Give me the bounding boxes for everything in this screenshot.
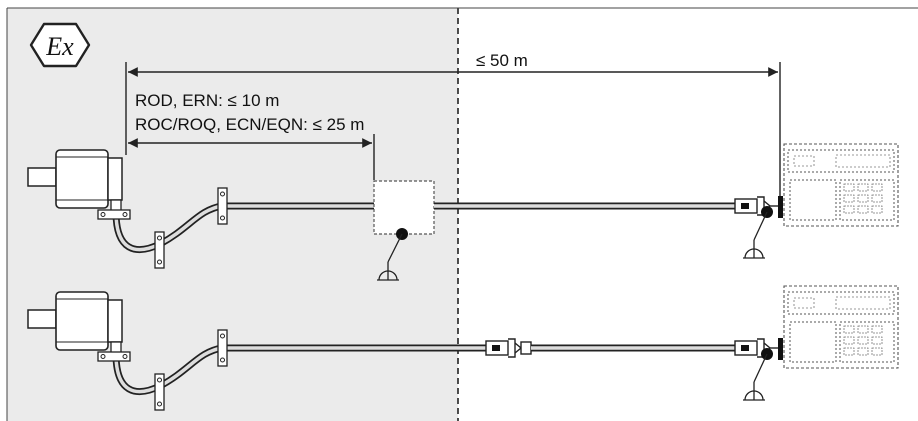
- ground-symbol-icon: [377, 262, 399, 281]
- ground-lead-row1: [753, 211, 768, 241]
- cable-clamp-icon: [154, 373, 165, 411]
- control-unit-icon: [783, 143, 899, 227]
- cable-clamp-icon: [217, 187, 228, 225]
- total-length-label: ≤ 50 m: [476, 51, 528, 70]
- cable-clamp-icon: [154, 231, 165, 269]
- plug-connector-icon: [485, 338, 532, 358]
- control-unit-icon: [783, 285, 899, 369]
- ground-symbol-icon: [743, 240, 765, 259]
- junction-box-icon: [373, 180, 435, 235]
- ground-lead-row2: [753, 353, 768, 383]
- cable-clamp-icon: [217, 329, 228, 367]
- plug-connector-icon: [734, 338, 783, 360]
- atex-explosion-protection-icon: Ex: [29, 22, 91, 68]
- length-roc-ecn-label: ROC/ROQ, ECN/EQN: ≤ 25 m: [135, 115, 364, 134]
- ground-symbol-icon: [743, 382, 765, 401]
- rotary-encoder-icon: [27, 149, 123, 213]
- ex-mark-text: Ex: [45, 32, 74, 61]
- ground-lead-junction: [387, 233, 403, 263]
- cable-clamp-icon: [97, 209, 131, 220]
- length-rod-ern-label: ROD, ERN: ≤ 10 m: [135, 91, 279, 110]
- plug-connector-icon: [734, 196, 783, 218]
- rotary-encoder-icon: [27, 291, 123, 355]
- cable-clamp-icon: [97, 351, 131, 362]
